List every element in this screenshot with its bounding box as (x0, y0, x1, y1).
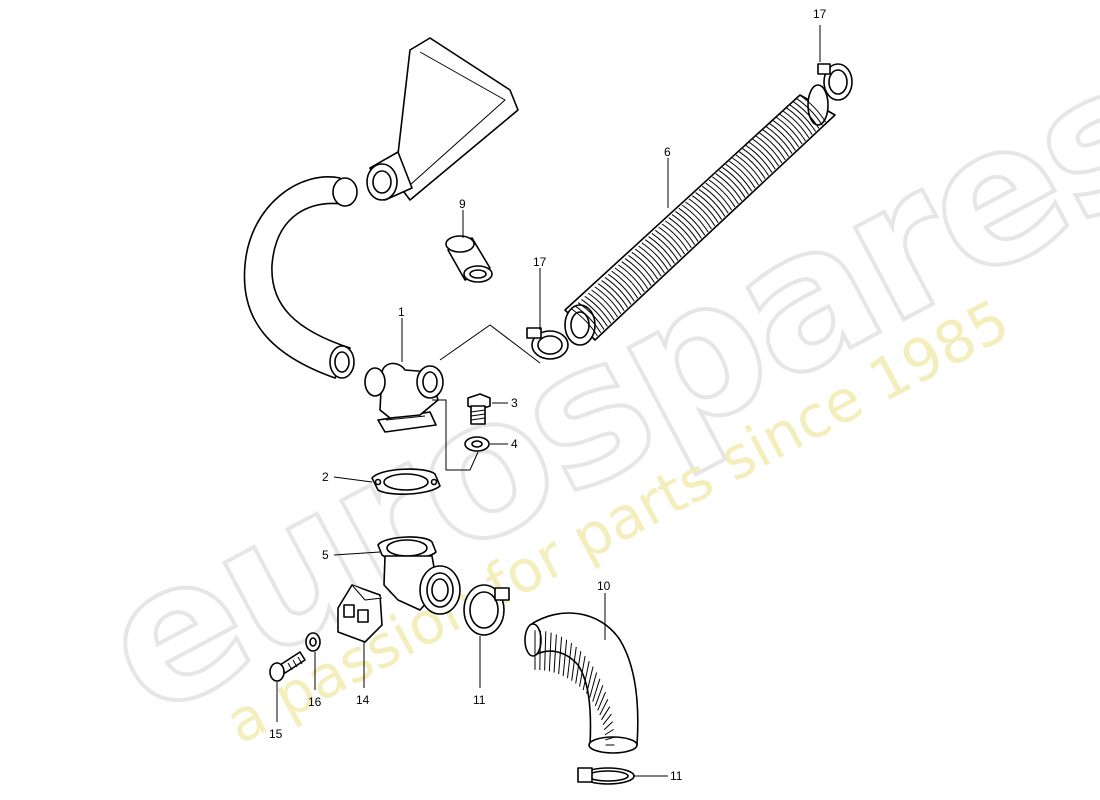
callout-14: 14 (356, 693, 370, 707)
callout-11-lower: 11 (670, 769, 683, 783)
callout-16: 16 (308, 695, 322, 709)
callout-4: 4 (511, 437, 518, 451)
bolt-part-3[interactable] (467, 393, 491, 425)
sleeve-part-9[interactable] (445, 235, 493, 283)
elbow-hose-ribs (534, 630, 615, 746)
sensor-part-14[interactable] (337, 584, 383, 643)
hose-ribs (571, 94, 827, 337)
callout-2: 2 (322, 470, 329, 484)
callout-5: 5 (322, 548, 329, 562)
hose-clamp-part-11-upper[interactable] (463, 584, 510, 636)
washer-part-4[interactable] (464, 436, 490, 452)
callout-10: 10 (597, 579, 611, 593)
callout-11-upper: 11 (473, 693, 486, 707)
callout-9: 9 (459, 197, 466, 211)
elbow-housing-part-1[interactable] (364, 362, 444, 433)
curved-hose[interactable] (243, 176, 358, 379)
corrugated-hose-part-6[interactable] (564, 84, 836, 346)
leader-lines (276, 25, 821, 777)
hose-clamp-part-17-top[interactable] (817, 63, 853, 101)
housing-part-5[interactable] (377, 536, 461, 615)
callout-17-mid: 17 (533, 255, 547, 269)
callout-15: 15 (269, 727, 283, 741)
callout-numbers: 17 6 9 17 1 3 4 2 5 10 14 16 15 11 11 (269, 7, 827, 783)
callout-3: 3 (511, 396, 518, 410)
gasket-part-2[interactable] (371, 468, 441, 495)
callout-6: 6 (664, 145, 671, 159)
elbow-hose-part-10[interactable] (524, 612, 639, 754)
hose-clamp-part-11-lower[interactable] (577, 767, 635, 785)
hose-clamp-part-17-mid[interactable] (526, 327, 569, 360)
callout-17-top: 17 (813, 7, 827, 21)
callout-1: 1 (398, 305, 405, 319)
air-scoop[interactable] (366, 37, 519, 201)
bolt-part-15[interactable] (269, 651, 306, 682)
washer-part-16[interactable] (305, 632, 321, 652)
